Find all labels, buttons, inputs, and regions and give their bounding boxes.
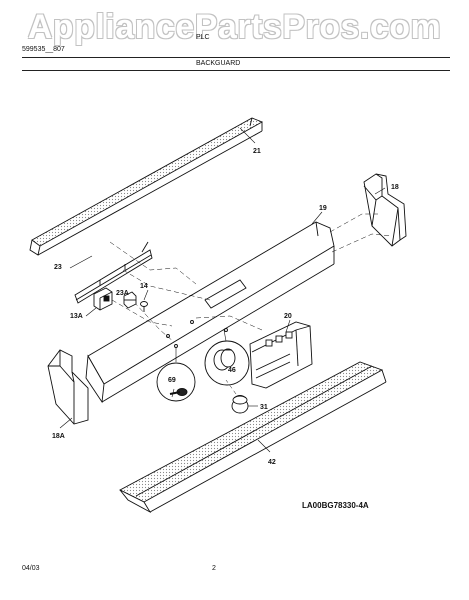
watermark-logo: AppliancePartsPros.com — [27, 8, 442, 46]
callout-18: 18 — [391, 184, 399, 191]
dash-link-31 — [225, 379, 237, 395]
dash-link-13a — [111, 299, 173, 327]
diagram-id: LA00BG78330-4A — [302, 501, 369, 510]
callout-46: 46 — [228, 367, 236, 374]
dash-link-18 — [329, 213, 378, 233]
bottom-trim — [119, 361, 387, 514]
header-rule-lower — [22, 70, 450, 71]
footer-page-number: 2 — [212, 565, 216, 572]
callout-18A: 18A — [52, 433, 65, 440]
leader-46 — [223, 329, 227, 342]
leader-19 — [311, 211, 323, 225]
switch-part — [93, 287, 113, 311]
backguard-panel — [85, 221, 335, 404]
knob-part — [231, 395, 249, 414]
leader-20 — [285, 319, 291, 333]
control-board — [249, 321, 313, 389]
footer-date: 04/03 — [22, 565, 40, 572]
right-end-bracket — [363, 173, 407, 247]
dash-link-23 — [109, 241, 197, 285]
leader-23 — [69, 255, 93, 269]
dash-link-18b — [331, 233, 393, 253]
screw-detail-circle — [156, 362, 196, 402]
callout-23: 23 — [54, 264, 62, 271]
callout-20: 20 — [284, 313, 292, 320]
mounting-bracket-strip — [74, 241, 153, 304]
model-code: 599535__807 — [22, 46, 65, 53]
knob-detail-circle — [204, 340, 250, 386]
leader-14 — [143, 289, 149, 301]
callout-13A: 13A — [70, 313, 83, 320]
dash-link-23a — [122, 269, 211, 301]
dash-link-14 — [133, 301, 175, 343]
dash-link-20 — [195, 315, 263, 331]
callout-69: 69 — [168, 377, 176, 384]
model-name: PLC — [196, 34, 210, 41]
leader-42 — [257, 439, 271, 453]
callout-14: 14 — [140, 283, 148, 290]
clip-part — [123, 291, 137, 309]
callout-21: 21 — [253, 148, 261, 155]
callout-23A: 23A — [116, 290, 129, 297]
top-trim-strip — [29, 117, 264, 256]
screw-part — [140, 301, 148, 312]
left-end-bracket — [47, 349, 89, 425]
leader-13A — [85, 307, 97, 317]
callout-19: 19 — [319, 205, 327, 212]
leader-18A — [59, 417, 73, 429]
leader-21 — [239, 127, 256, 144]
section-title: BACKGUARD — [196, 60, 241, 67]
leader-18 — [374, 187, 386, 195]
callout-42: 42 — [268, 459, 276, 466]
callout-31: 31 — [260, 404, 268, 411]
header-rule — [22, 57, 450, 58]
